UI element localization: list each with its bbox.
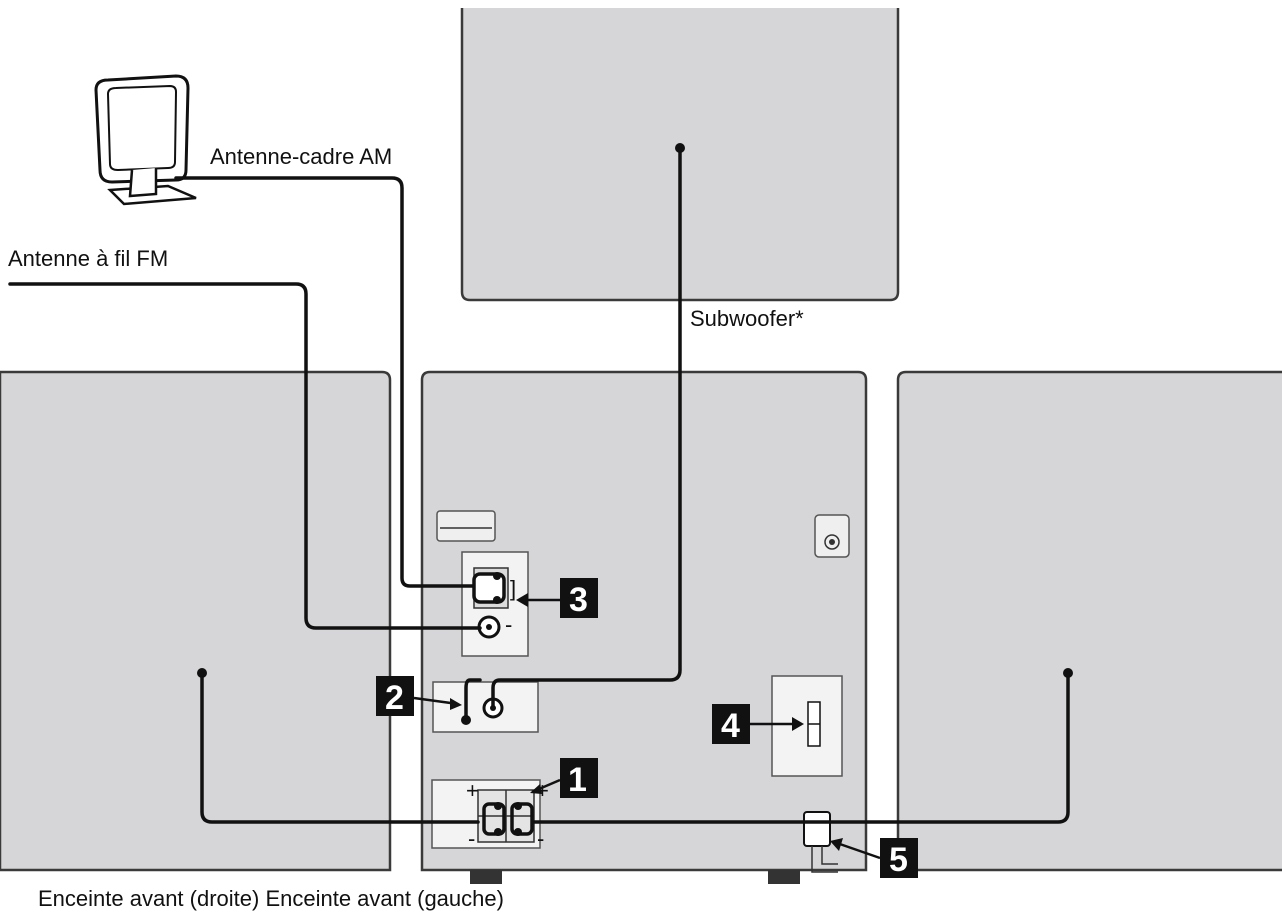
voltage-switch-block <box>771 675 843 777</box>
power-cord-plug <box>803 811 831 847</box>
svg-text:2: 2 <box>385 679 404 717</box>
speaker-terminal-minus-left: - <box>468 826 475 851</box>
callout-3: 3 <box>516 578 598 619</box>
callout-2: 2 <box>376 676 462 717</box>
subwoofer-label: Subwoofer* <box>690 306 804 331</box>
left-speaker-cable <box>532 671 1070 824</box>
svg-text:3: 3 <box>569 581 588 619</box>
front-speakers-label: Enceinte avant (droite) Enceinte avant (… <box>38 886 504 911</box>
left-front-speaker-panel <box>896 370 1282 872</box>
right-front-speaker-panel <box>0 370 392 872</box>
speaker-terminal-plus-right: + <box>536 778 549 803</box>
am-antenna-cable <box>174 176 476 588</box>
speaker-terminal-plus-left: + <box>466 778 479 803</box>
fm-antenna-label: Antenne à fil FM <box>8 246 168 271</box>
fm-jack-mark: - <box>505 612 512 637</box>
aux-jack-plate <box>814 514 850 558</box>
subwoofer-cable <box>491 146 682 708</box>
am-loop-antenna-icon <box>94 74 197 206</box>
main-unit-foot-right <box>768 870 800 884</box>
main-unit-foot-left <box>470 870 502 884</box>
label-plate <box>436 510 496 542</box>
callout-4: 4 <box>712 704 804 745</box>
callout-5: 5 <box>830 838 918 879</box>
right-speaker-cable <box>200 671 480 824</box>
am-terminal-bracket: ] <box>510 576 516 601</box>
svg-text:1: 1 <box>568 761 587 799</box>
main-unit-panel <box>420 370 868 872</box>
svg-text:4: 4 <box>721 707 740 745</box>
fm-antenna-cable <box>8 282 482 630</box>
callout-1: 1 <box>530 758 598 799</box>
svg-text:5: 5 <box>889 841 908 879</box>
aux-jack <box>824 534 840 550</box>
am-antenna-label: Antenne-cadre AM <box>210 144 392 169</box>
speaker-terminal-minus-right: - <box>537 826 544 851</box>
